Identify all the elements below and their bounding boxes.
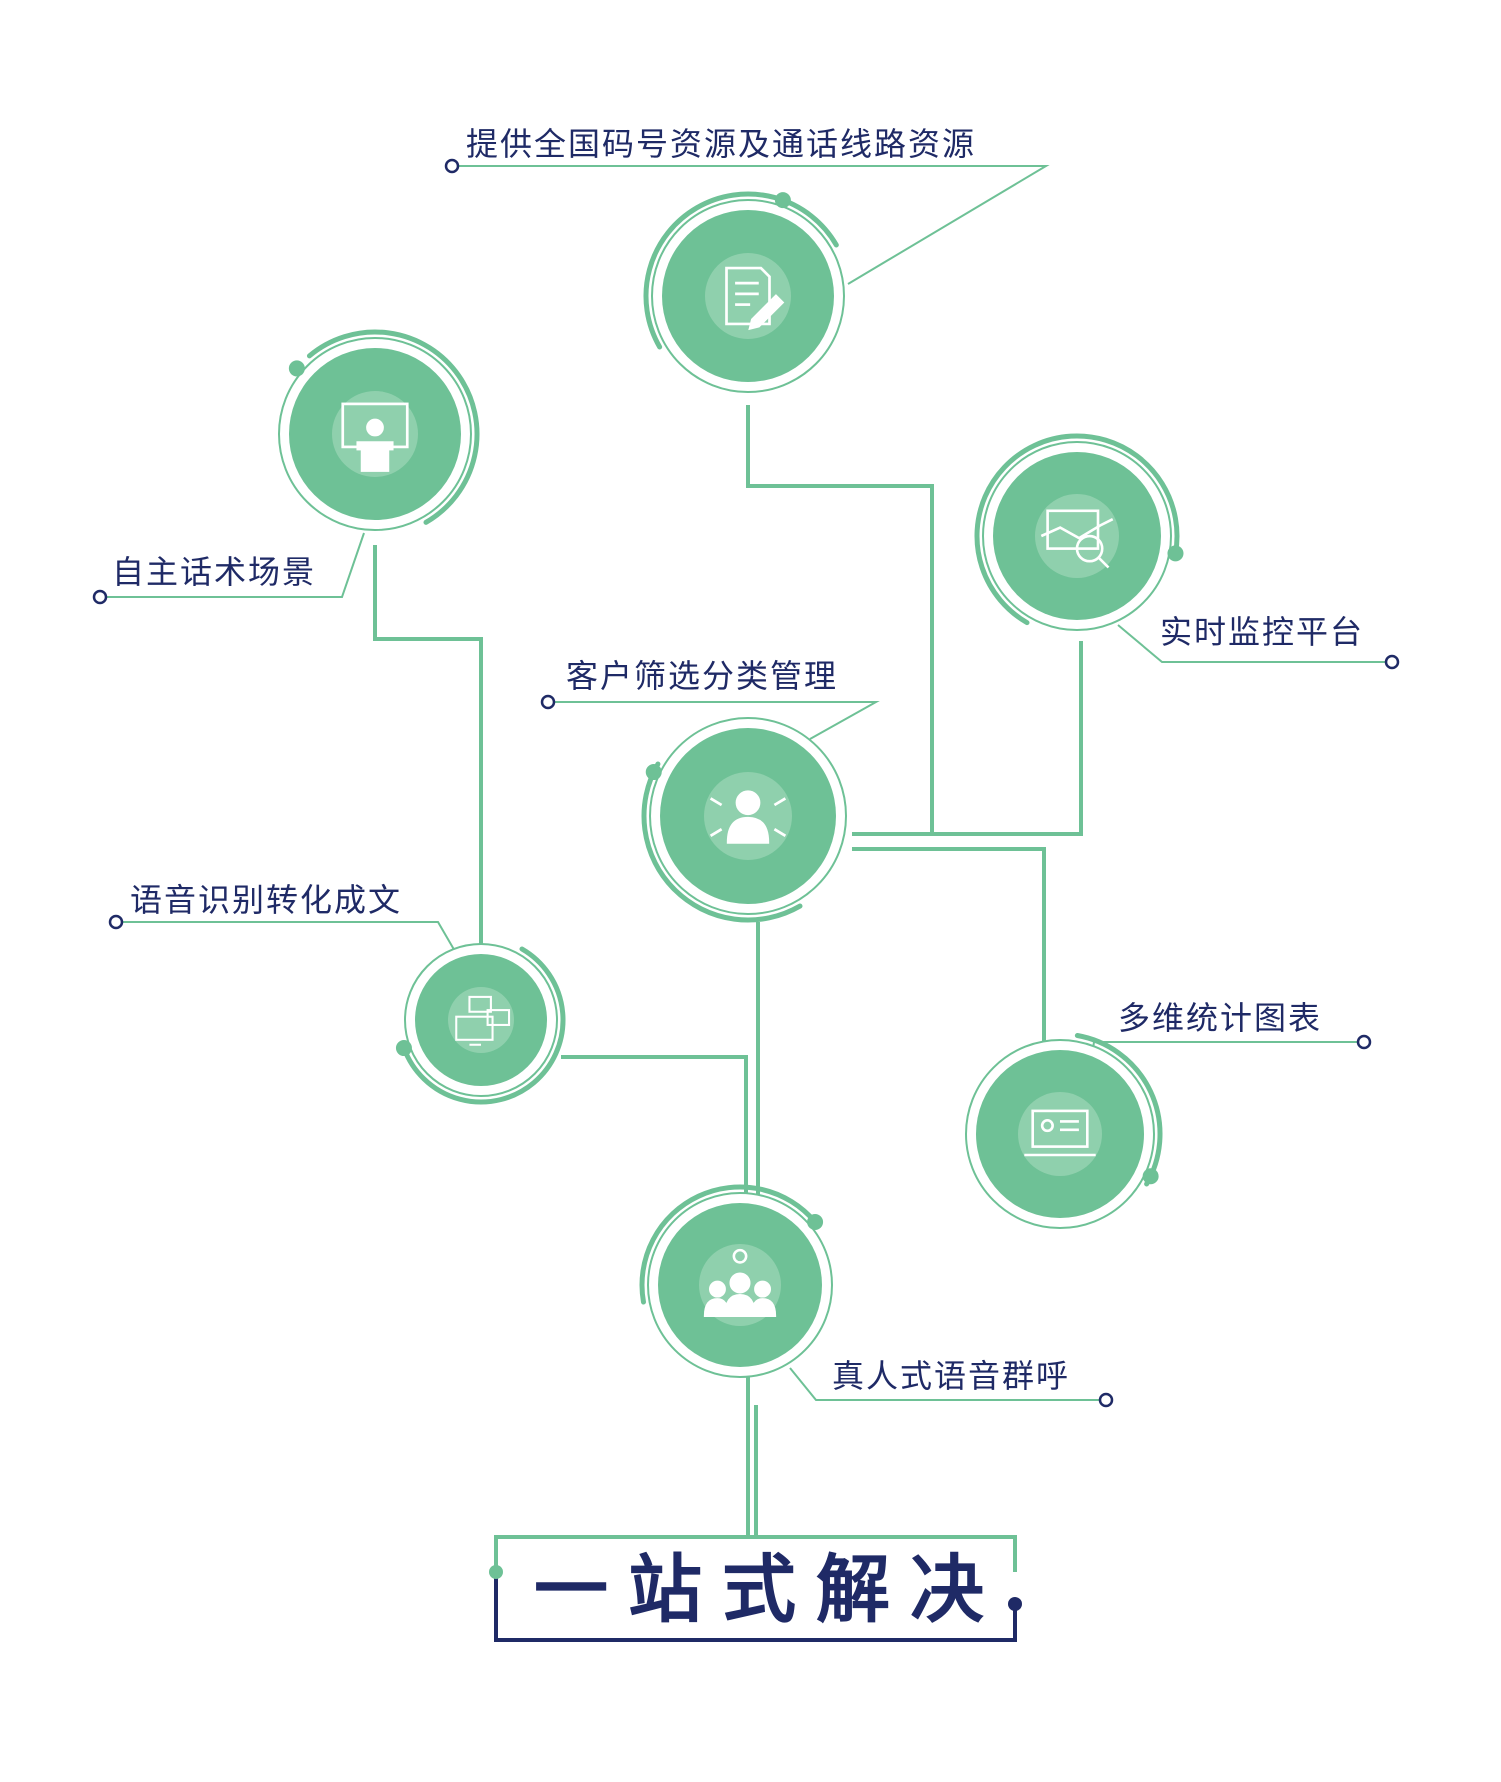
node-arc-asr: [401, 946, 566, 1105]
connectors: [373, 405, 1083, 1572]
node-arc-dot-script: [288, 360, 305, 377]
connector-asr-trunk: [561, 1055, 748, 1198]
node-arc-customer: [641, 761, 803, 923]
connector-resources-trunk: [746, 405, 934, 834]
node-arc-stats: [1074, 1033, 1163, 1187]
leader-cap-script: [92, 589, 108, 605]
node-arc-monitor: [974, 433, 1180, 626]
title-frame: [494, 1572, 1017, 1642]
node-arc-script: [306, 329, 480, 525]
title-frame-bottom: [494, 1572, 1017, 1642]
node-asr: [395, 943, 566, 1105]
label-customer: 客户筛选分类管理: [566, 657, 839, 695]
label-resources: 提供全国码号资源及通话线路资源: [466, 125, 977, 163]
document-pen-icon: [725, 266, 785, 331]
node-circles: [278, 191, 1184, 1378]
monitor-chat-icon: [455, 995, 511, 1046]
node-script: [278, 329, 480, 531]
node-arc-dot-call: [807, 1214, 824, 1231]
node-inner-stats: [1018, 1092, 1102, 1176]
leader-customer: [554, 701, 880, 740]
node-arc-dot-customer: [645, 764, 662, 781]
leader-monitor: [1117, 624, 1386, 663]
connector-monitor-trunk: [852, 641, 1083, 836]
node-resources: [643, 191, 845, 393]
leader-caps: [92, 158, 1400, 1408]
leader-cap-customer: [540, 694, 556, 710]
leader-script: [106, 532, 365, 598]
node-call: [639, 1184, 833, 1378]
leader-asr: [122, 921, 457, 954]
label-monitor: 实时监控平台: [1160, 613, 1365, 651]
label-call: 真人式语音群呼: [832, 1357, 1071, 1395]
laptop-profile-icon: [1024, 1109, 1096, 1157]
node-arc-dot-resources: [774, 192, 791, 209]
presenter-icon: [341, 402, 409, 472]
connector-script-trunk: [373, 545, 483, 953]
node-monitor: [974, 433, 1184, 631]
node-arc-dot-monitor: [1167, 545, 1184, 562]
node-arc-dot-asr: [395, 1040, 412, 1057]
node-inner-customer: [704, 772, 792, 860]
connector-stats-trunk: [852, 847, 1046, 1050]
leader-resources: [458, 165, 1050, 285]
node-arc-resources: [643, 191, 839, 350]
leader-cap-monitor: [1384, 654, 1400, 670]
node-arc-call: [639, 1184, 818, 1305]
node-customer: [641, 717, 847, 923]
title-frame-top: [494, 1535, 1017, 1572]
title-dot-right: [1008, 1597, 1022, 1611]
title-dot-left: [489, 1565, 503, 1579]
page-title: 一站式解决: [534, 1547, 1004, 1633]
team-gear-icon: [703, 1248, 777, 1318]
node-stats: [965, 1033, 1163, 1229]
leader-call: [789, 1367, 1100, 1401]
label-asr: 语音识别转化成文: [130, 881, 403, 919]
user-network-icon: [709, 790, 787, 844]
label-script: 自主话术场景: [112, 553, 317, 591]
leader-cap-asr: [108, 914, 124, 930]
node-inner-asr: [448, 987, 514, 1053]
leader-cap-stats: [1356, 1034, 1372, 1050]
leader-cap-call: [1098, 1392, 1114, 1408]
label-stats: 多维统计图表: [1118, 999, 1323, 1037]
leader-cap-resources: [444, 158, 460, 174]
node-inner-resources: [705, 253, 791, 339]
node-arc-dot-stats: [1142, 1168, 1159, 1185]
analytics-window-icon: [1040, 509, 1114, 569]
